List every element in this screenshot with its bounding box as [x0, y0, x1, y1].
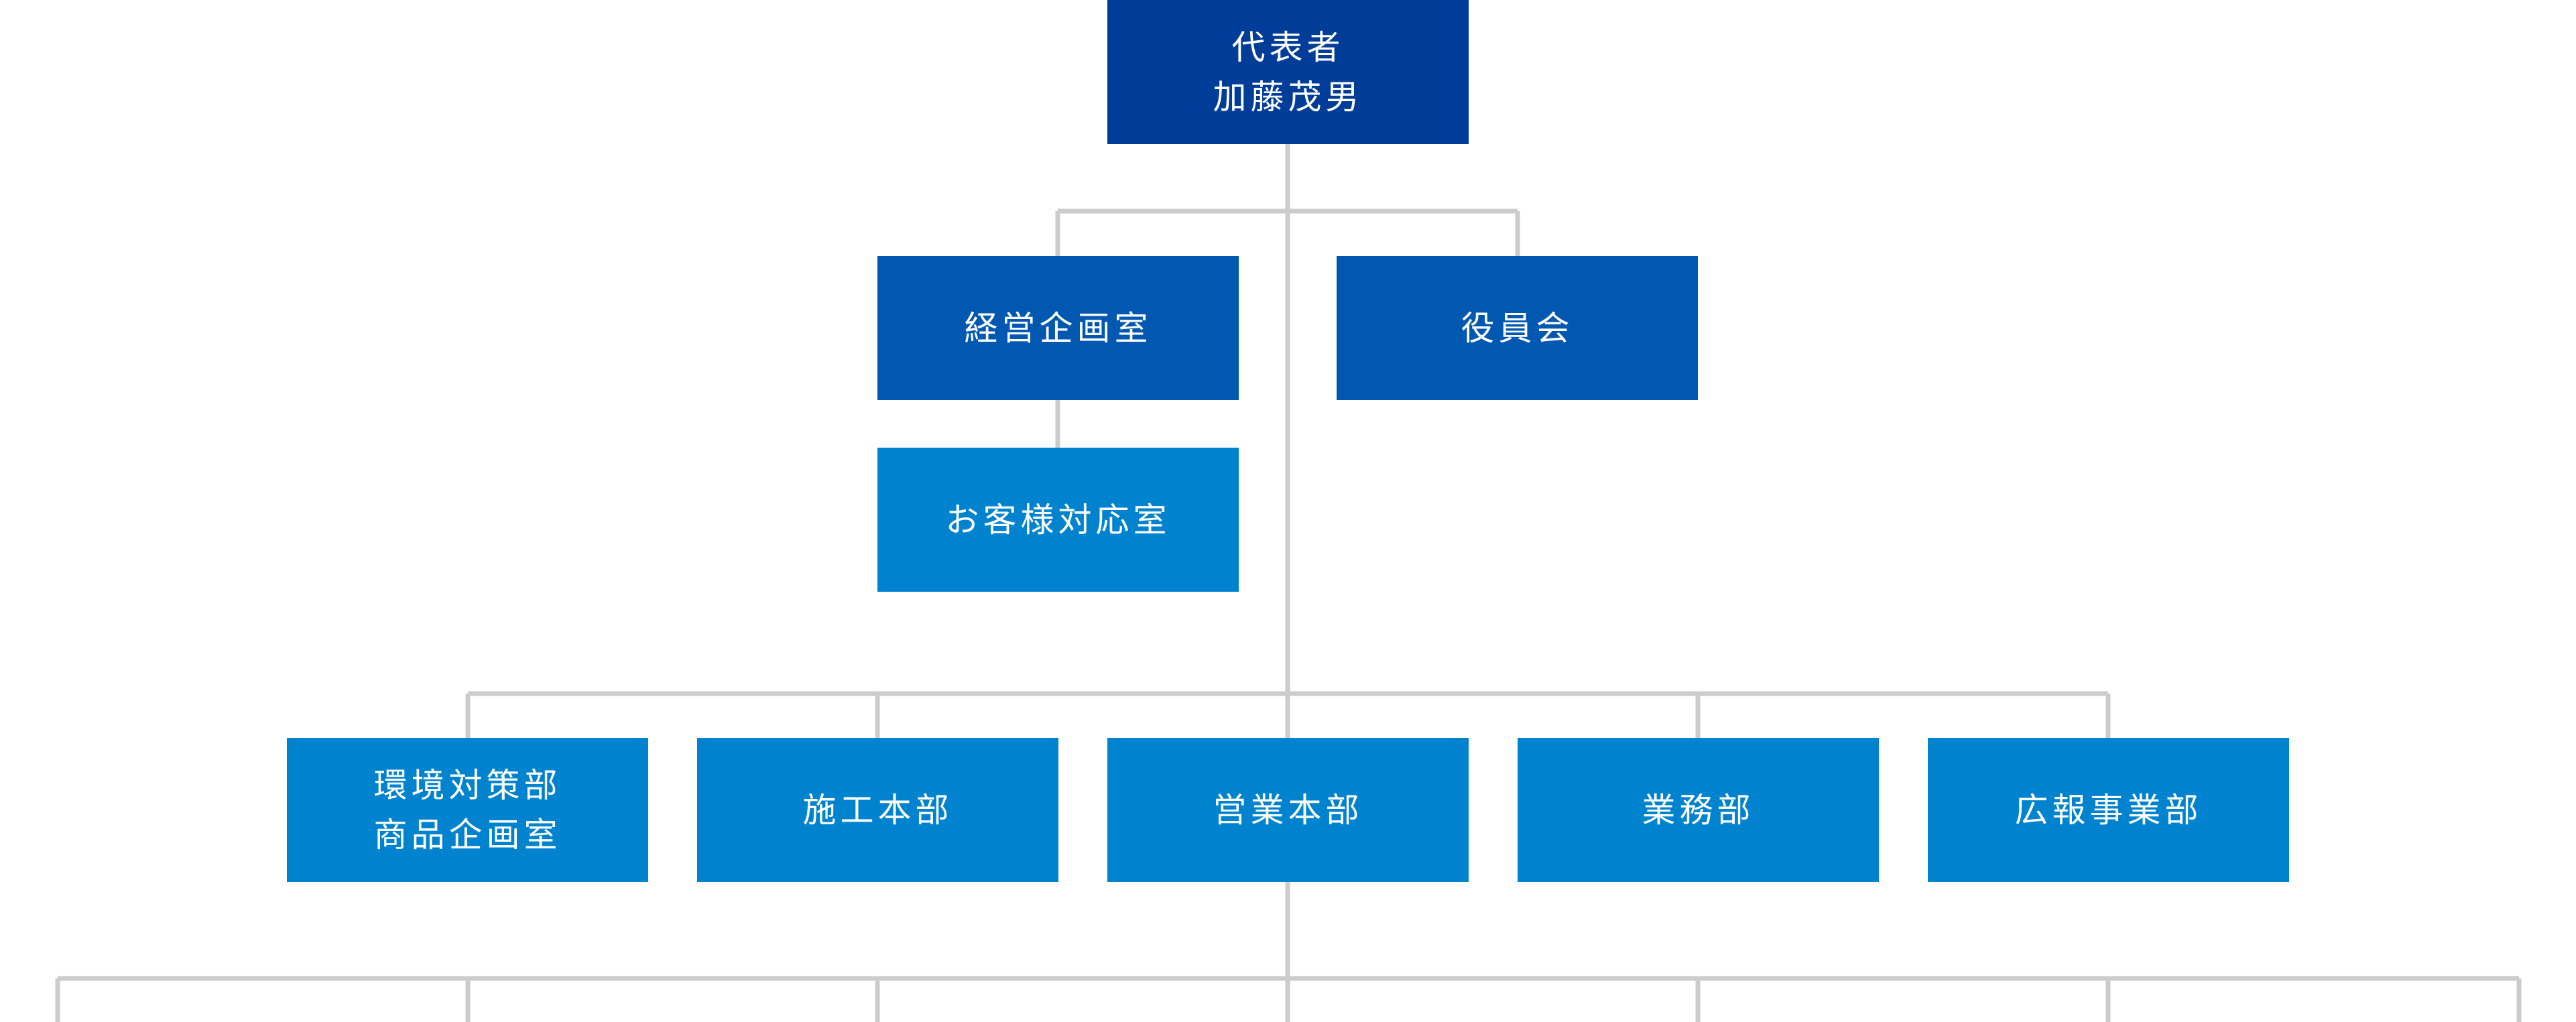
management-planning-label: 経営企画室	[964, 308, 1152, 348]
construction-division-box: 施工本部	[697, 738, 1058, 882]
construction-division-label: 施工本部	[802, 790, 953, 830]
environment-division-line1: 環境対策部	[373, 765, 562, 805]
environment-division-line2: 商品企画室	[373, 815, 562, 854]
customer-relations-label: お客様対応室	[945, 500, 1171, 539]
public-relations-division-label: 広報事業部	[2014, 790, 2203, 830]
representative-title: 代表者	[1231, 27, 1345, 67]
operations-division-box: 業務部	[1518, 738, 1879, 882]
staff-branch-line	[1055, 208, 1520, 256]
representative-box: 代表者 加藤茂男	[1107, 0, 1469, 144]
sales-branch-line	[55, 976, 2522, 1022]
environment-division-box: 環境対策部 商品企画室	[287, 738, 648, 882]
representative-name: 加藤茂男	[1213, 77, 1363, 117]
board-of-directors-box: 役員会	[1337, 256, 1698, 400]
customer-relations-box: お客様対応室	[877, 448, 1239, 592]
operations-division-label: 業務部	[1642, 790, 1755, 830]
public-relations-division-box: 広報事業部	[1928, 738, 2289, 882]
sales-division-box: 営業本部	[1107, 738, 1469, 882]
sales-division-label: 営業本部	[1213, 790, 1363, 830]
board-of-directors-label: 役員会	[1461, 308, 1574, 348]
management-planning-box: 経営企画室	[877, 256, 1239, 400]
division-branch-line	[465, 691, 2111, 738]
